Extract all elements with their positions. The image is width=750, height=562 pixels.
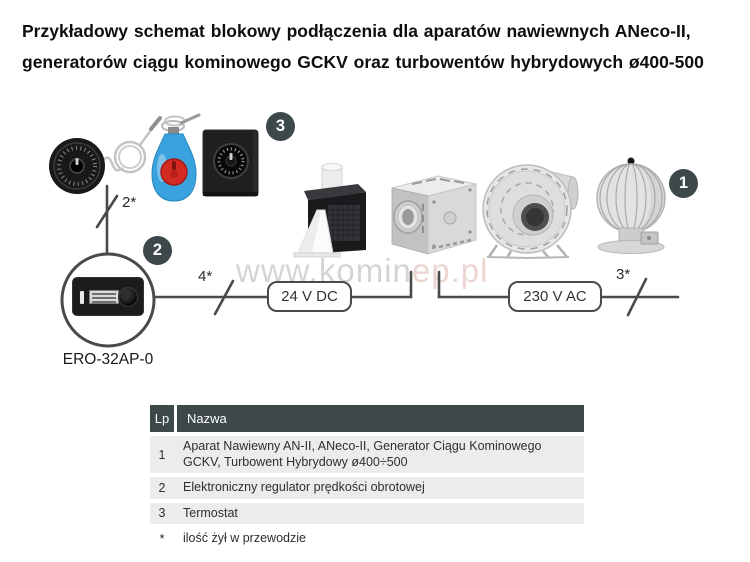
regulator-display — [89, 290, 119, 304]
voltage-box-230vac: 230 V AC — [508, 281, 602, 312]
page-title-line1: Przykładowy schemat blokowy podłączenia … — [22, 21, 691, 41]
row-nazwa: Termostat — [183, 505, 238, 520]
gckv-generator-image — [391, 175, 477, 255]
row-nazwa: Elektroniczny regulator prędkości obroto… — [183, 480, 425, 494]
badge-2: 2 — [143, 236, 172, 265]
voltage-box-24vdc: 24 V DC — [267, 281, 352, 312]
aneco-unit-image — [293, 163, 366, 258]
wire-cores-label-3: 3* — [616, 266, 631, 283]
wire-cores-label-4: 4* — [198, 268, 213, 285]
regulator-model-label: ERO-32AP-0 — [62, 351, 154, 368]
badge-3: 3 — [266, 112, 295, 141]
capillary-thermostat-image — [49, 116, 162, 194]
legend-table-header: Lp Nazwa — [150, 405, 584, 432]
blue-thermostat-image — [151, 113, 201, 202]
legend-table: Lp Nazwa 1 Aparat Nawiewny AN-II, ANeco-… — [150, 405, 584, 550]
table-row: 1 Aparat Nawiewny AN-II, ANeco-II, Gener… — [150, 436, 584, 473]
box-thermostat-image — [202, 129, 259, 197]
regulator-switch — [80, 291, 84, 304]
badge-1: 1 — [669, 169, 698, 198]
row-lp: 1 — [158, 447, 166, 462]
row-lp: * — [159, 531, 165, 546]
table-row: 2 Elektroniczny regulator prędkości obro… — [150, 477, 584, 499]
speed-regulator-image — [72, 277, 144, 316]
row-lp: 3 — [158, 506, 166, 521]
header-cell-nazwa: Nazwa — [177, 405, 584, 432]
wire-cores-label-2: 2* — [122, 194, 137, 211]
regulator-knob-icon — [118, 287, 138, 307]
table-row: * ilość żył w przewodzie — [150, 528, 584, 550]
table-row: 3 Termostat — [150, 502, 584, 524]
row-nazwa: ilość żył w przewodzie — [183, 531, 306, 545]
hybrid-cowl-image — [596, 157, 666, 254]
row-lp: 2 — [158, 480, 166, 495]
watermark-text-right: ep.pl — [411, 252, 489, 289]
page-title-line2: generatorów ciągu kominowego GCKV oraz t… — [22, 52, 704, 72]
header-cell-lp: Lp — [150, 405, 174, 432]
page-title: Przykładowy schemat blokowy podłączenia … — [22, 16, 736, 78]
turbowent-fan-image — [482, 164, 579, 259]
row-nazwa: Aparat Nawiewny AN-II, ANeco-II, Generat… — [183, 439, 542, 469]
